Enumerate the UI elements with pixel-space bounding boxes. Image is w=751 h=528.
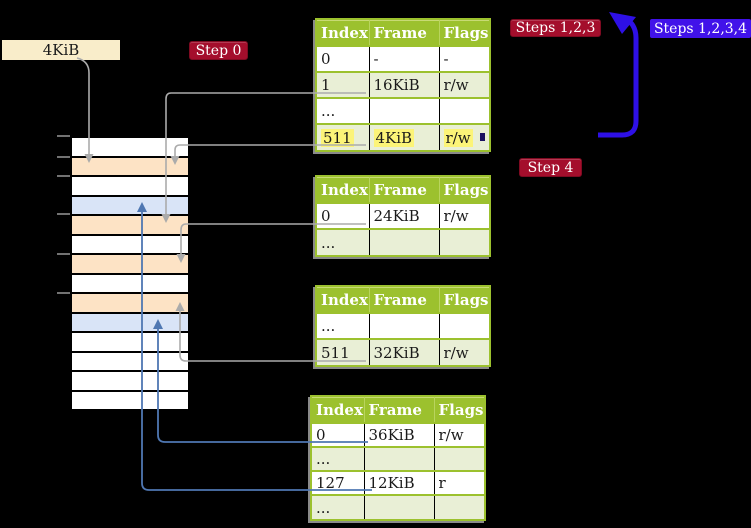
page-table-level-2-cell-0-1 xyxy=(368,312,439,339)
page-table-level-1-header-frame: Frame xyxy=(363,397,434,423)
memory-tick-marks xyxy=(57,135,70,294)
page-table-level-4-row-...: ... xyxy=(317,97,489,124)
page-table-level-3-cell-1-2 xyxy=(438,228,489,255)
step4-badge: Step 4 xyxy=(519,158,582,177)
page-table-level-4-header-index: Index xyxy=(317,20,369,46)
page-table-level-1-cell-3-0: ... xyxy=(312,494,364,519)
memory-row-4-page xyxy=(72,196,188,216)
page-table-level-1-cell-0-0: 0 xyxy=(312,422,364,447)
highlighted-value: 511 xyxy=(321,128,354,147)
steps123-badge: Steps 1,2,3 xyxy=(510,19,601,37)
page-table-level-4-cell-2-2 xyxy=(438,97,489,124)
page-table-level-3-cell-1-1 xyxy=(368,228,439,255)
page-table-level-1-row-...: ... xyxy=(312,446,484,471)
memory-row-1-plain xyxy=(72,138,188,158)
page-table-level-2-cell-0-2 xyxy=(438,312,489,339)
page-table-level-4-cell-1-0: 1 xyxy=(317,71,369,98)
page-table-level-1-header-index: Index xyxy=(312,397,364,423)
page-table-level-3-header-frame: Frame xyxy=(368,177,439,203)
page-table-level-4-cell-0-0: 0 xyxy=(317,45,369,72)
page-table-level-1-cell-2-1: 12KiB xyxy=(363,470,434,495)
page-table-level-4-cell-1-2: r/w xyxy=(438,71,489,98)
page-table-level-1-cell-0-1: 36KiB xyxy=(363,422,434,447)
page-table-level-4-cell-0-2: - xyxy=(438,45,489,72)
page-table-level-2-cell-1-0: 511 xyxy=(317,338,369,365)
page-table-level-3-row-...: ... xyxy=(317,228,489,255)
page-table-level-1-cell-1-0: ... xyxy=(312,446,364,471)
memory-row-3-plain xyxy=(72,177,188,197)
page-table-level-1-header-flags: Flags xyxy=(433,397,484,423)
memory-row-13-plain xyxy=(72,372,188,392)
page-table-level-4-row-511: 511 4KiB r/w xyxy=(317,123,489,150)
page-table-level-1-cell-1-1 xyxy=(363,446,434,471)
memory-row-12-plain xyxy=(72,352,188,372)
page-table-level-1-row-...: ... xyxy=(312,494,484,519)
page-table-level-4-cell-2-1 xyxy=(368,97,439,124)
page-table-level-1-cell-3-1 xyxy=(363,494,434,519)
memory-row-6-plain xyxy=(72,235,188,255)
page-table-level-4-cell-3-1: 4KiB xyxy=(368,123,439,150)
page-table-level-2-header-index: Index xyxy=(317,287,369,313)
page-table-level-4-cell-1-1: 16KiB xyxy=(368,71,439,98)
memory-row-2-table xyxy=(72,157,188,177)
page-table-level-3-header-flags: Flags xyxy=(438,177,489,203)
page-table-level-3-cell-1-0: ... xyxy=(317,228,369,255)
step0-badge: Step 0 xyxy=(189,41,248,60)
page-table-level-1-cell-0-2: r/w xyxy=(433,422,484,447)
page-table-level-3-cell-0-0: 0 xyxy=(317,202,369,229)
steps1234-badge: Steps 1,2,3,4 xyxy=(650,19,751,38)
highlighted-value: 4KiB xyxy=(373,128,415,147)
page-table-level-4-header-frame: Frame xyxy=(368,20,439,46)
highlighted-value: r/w xyxy=(443,128,473,147)
page-table-level-3-cell-0-1: 24KiB xyxy=(368,202,439,229)
memory-row-10-page xyxy=(72,313,188,333)
page-table-level-1-cell-1-2 xyxy=(433,446,484,471)
page-table-level-1-cell-2-2: r xyxy=(433,470,484,495)
page-table-level-3-header-index: Index xyxy=(317,177,369,203)
page-table-level-2-cell-0-0: ... xyxy=(317,312,369,339)
physical-memory-column xyxy=(70,136,190,411)
memory-row-14-plain xyxy=(72,391,188,409)
page-table-level-4-header-flags: Flags xyxy=(438,20,489,46)
memory-row-5-table xyxy=(72,216,188,236)
memory-row-9-table xyxy=(72,294,188,314)
page-table-level-2-cell-1-1: 32KiB xyxy=(368,338,439,365)
page-table-level-4-row-0: 0-- xyxy=(317,45,489,72)
memory-row-8-plain xyxy=(72,274,188,294)
memory-row-11-plain xyxy=(72,333,188,353)
page-table-level-4-cell-2-0: ... xyxy=(317,97,369,124)
frame-size-label: 4KiB xyxy=(2,40,120,60)
page-table-level-2-header-flags: Flags xyxy=(438,287,489,313)
page-table-level-3-cell-0-2: r/w xyxy=(438,202,489,229)
page-table-level-2-cell-1-2: r/w xyxy=(438,338,489,365)
page-table-level-2-header-frame: Frame xyxy=(368,287,439,313)
page-table-level-4-cell-0-1: - xyxy=(368,45,439,72)
page-table-level-4-cell-3-2: r/w xyxy=(438,123,489,150)
memory-row-7-table xyxy=(72,255,188,275)
page-table-level-1-cell-3-2 xyxy=(433,494,484,519)
page-table-level-4-cell-3-0: 511 xyxy=(317,123,369,150)
page-table-level-2-row-...: ... xyxy=(317,312,489,339)
page-table-level-1-cell-2-0: 127 xyxy=(312,470,364,495)
